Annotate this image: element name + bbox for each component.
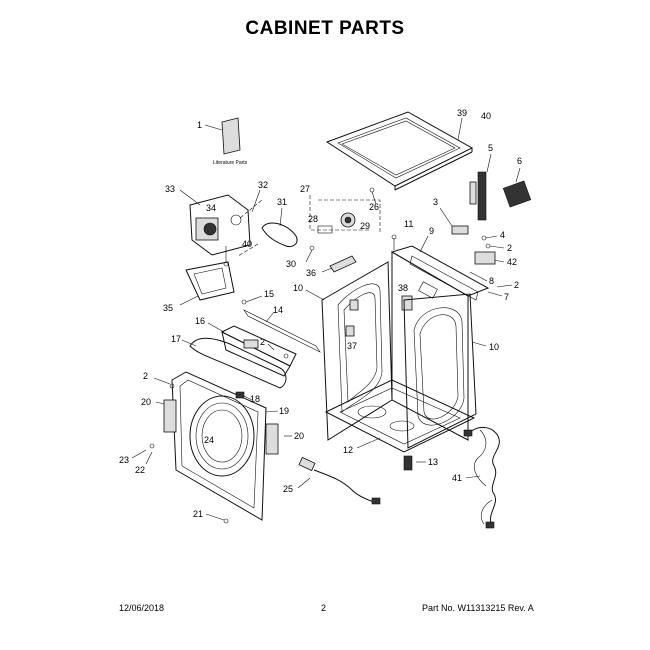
hose-illustration: 31 [237,197,298,257]
callout-41: 41 [452,473,462,483]
callout-26: 26 [369,202,379,212]
callout-5: 5 [488,143,493,153]
callout-8: 8 [489,276,494,286]
callout-29: 29 [360,221,370,231]
callout-10: 10 [293,283,303,293]
callout-31: 31 [277,197,287,207]
callout-40: 40 [242,239,252,249]
callout-1: 1 [197,120,202,130]
right-side-panel-illustration: 10 [403,293,499,449]
callout-2: 2 [507,243,512,253]
callout-24: 24 [204,435,214,445]
screw-21-illustration: 21 [193,509,229,524]
callout-33: 33 [165,184,175,194]
base-illustration: 12 [324,379,476,455]
leveling-foot-illustration: 13 [403,455,438,471]
callout-39: 39 [457,108,467,118]
callout-30: 30 [286,259,296,269]
callout-35: 35 [163,303,173,313]
footer-date: 12/06/2018 [119,603,165,613]
callout-22: 22 [135,465,145,475]
callout-11: 11 [404,219,413,229]
callout-7: 7 [504,292,509,302]
pump-motor-assembly-illustration: 33 32 34 40 [165,180,268,267]
callout-3: 3 [433,197,438,207]
callout-38: 38 [398,283,408,293]
callout-20: 20 [141,397,151,407]
callout-20: 20 [294,431,304,441]
screw-left-illustration: 2 [143,371,175,389]
callout-17: 17 [171,334,181,344]
hinge-right-illustration: 20 [265,423,304,455]
callout-18: 18 [250,394,260,404]
literature-label: Literature Parts [213,160,248,166]
callout-23: 23 [119,455,129,465]
callout-2: 2 [143,371,148,381]
door-switch-cable-illustration: 25 [283,456,381,505]
front-panel-illustration: 18 19 24 [171,371,289,521]
callout-42: 42 [507,257,517,267]
callout-14: 14 [273,305,283,315]
bracket-illustration: 35 [163,261,235,313]
controls-small-parts-illustration: 30 36 [286,245,357,278]
top-panel-illustration: 39 40 [325,108,491,191]
callout-40: 40 [481,111,491,121]
callout-15: 15 [264,289,274,299]
latch-illustration: 23 22 [119,443,155,475]
literature-parts-illustration: 1 Literature Parts [197,117,248,166]
vent-assembly-illustration: 27 28 29 26 [300,184,381,234]
callout-36: 36 [306,268,316,278]
callout-13: 13 [428,457,438,467]
callout-10: 10 [489,342,499,352]
callout-34: 34 [206,203,216,213]
hinge-left-illustration: 20 [141,397,177,433]
callout-16: 16 [195,316,205,326]
callout-19: 19 [279,406,289,416]
page-title: CABINET PARTS [245,18,405,39]
callout-32: 32 [258,180,268,190]
callout-4: 4 [500,230,505,240]
callout-6: 6 [517,156,522,166]
callout-2: 2 [260,337,265,347]
callout-28: 28 [308,214,318,224]
right-small-parts-illustration: 3 5 6 4 2 42 9 [419,143,532,267]
wire-harness-illustration: 41 [452,427,500,529]
left-side-panel-illustration: 10 37 [293,261,393,441]
screw-11-illustration: 11 [391,219,413,250]
console-illustration: 16 2 [195,316,297,377]
callout-21: 21 [193,509,203,519]
callout-37: 37 [347,341,357,351]
callout-2: 2 [514,280,519,290]
callout-12: 12 [343,445,353,455]
cabinet-rear-illustration: 8 7 2 38 [390,245,519,441]
rail-illustration: 15 14 [241,289,321,353]
footer-page-number: 2 [321,603,327,613]
console-cover-illustration: 17 [171,334,287,389]
footer-part-number: Part No. W11313215 Rev. A [422,603,534,613]
callout-9: 9 [429,226,434,236]
callout-25: 25 [283,484,293,494]
callout-27: 27 [300,184,310,194]
